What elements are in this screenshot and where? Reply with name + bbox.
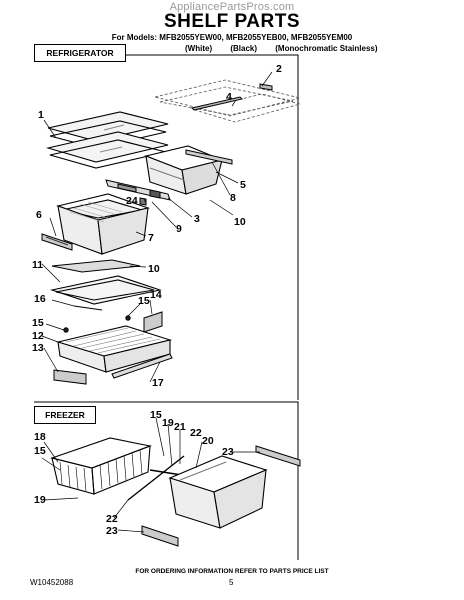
part-13-deli-drawer: [55, 325, 173, 373]
variant-stainless: (Monochromatic Stainless): [275, 44, 378, 53]
callout-13: 13: [32, 342, 44, 354]
callout-5: 5: [240, 179, 246, 191]
callout-3: 3: [194, 213, 200, 225]
page-number: 5: [229, 578, 234, 587]
callout-22: 22: [106, 513, 118, 525]
part-20-freezer-bin: [168, 455, 268, 529]
callout-23-right: 23: [222, 446, 234, 458]
part-8-rail: [185, 149, 233, 165]
page-title: SHELF PARTS: [163, 11, 301, 32]
callout-freezer-15-top: 15: [150, 409, 162, 421]
variant-black: (Black): [230, 44, 258, 53]
freezer-label: FREEZER: [34, 406, 96, 424]
part-4-shelf-trim: [191, 83, 273, 111]
watermark: AppliancePartsPros.com: [169, 1, 295, 13]
callout-11: 11: [32, 259, 43, 271]
callout-10-upper: 10: [234, 216, 246, 228]
callout-freezer-19-left: 19: [34, 494, 46, 506]
callout-7: 7: [148, 232, 154, 244]
callout-20: 20: [202, 435, 214, 447]
part-17-rail: [111, 353, 173, 379]
part-6-slide: [41, 233, 73, 251]
callout-10-lower: 10: [148, 263, 160, 275]
callout-16: 16: [34, 293, 46, 305]
callout-1: 1: [38, 109, 44, 121]
callout-freezer-15-left: 15: [34, 445, 46, 457]
callout-15-right: 15: [138, 295, 150, 307]
variant-white: (White): [185, 44, 213, 53]
freezer-frame: [34, 401, 299, 560]
callout-8: 8: [230, 192, 236, 204]
callout-22-top: 22: [190, 427, 202, 439]
variant-labels: (White) (Black) (Monochromatic Stainless…: [185, 44, 394, 53]
part-14-bracket: [143, 311, 163, 333]
part-1-glass-shelves: [45, 111, 169, 169]
doc-number: W10452088: [30, 578, 74, 587]
callout-9: 9: [176, 223, 182, 235]
callout-21: 21: [174, 421, 186, 433]
part-23-slide: [141, 445, 301, 547]
callout-2: 2: [276, 63, 282, 75]
part-11-glass-cover: [49, 275, 163, 311]
callout-15-left: 15: [32, 317, 44, 329]
callout-24: 24: [126, 195, 138, 207]
ordering-info: FOR ORDERING INFORMATION REFER TO PARTS …: [135, 568, 329, 575]
callout-freezer-19-top: 19: [162, 417, 174, 429]
callout-23-left: 23: [106, 525, 118, 537]
callout-14: 14: [150, 289, 162, 301]
part-7-crisper-drawer: [56, 193, 150, 255]
part-18-wire-basket: [50, 437, 152, 495]
callout-4: 4: [226, 91, 232, 103]
part-5-pan: [144, 145, 224, 195]
refrigerator-label: REFRIGERATOR: [34, 44, 126, 62]
part-13-front-panel: [53, 369, 87, 385]
callout-6: 6: [36, 209, 42, 221]
callout-12: 12: [32, 330, 44, 342]
leader-lines: [41, 71, 273, 533]
callout-18: 18: [34, 431, 46, 443]
models-line: For Models: MFB2055YEW00, MFB2055YEB00, …: [111, 33, 353, 42]
callout-17: 17: [152, 377, 164, 389]
part-10-rail: [51, 259, 141, 273]
